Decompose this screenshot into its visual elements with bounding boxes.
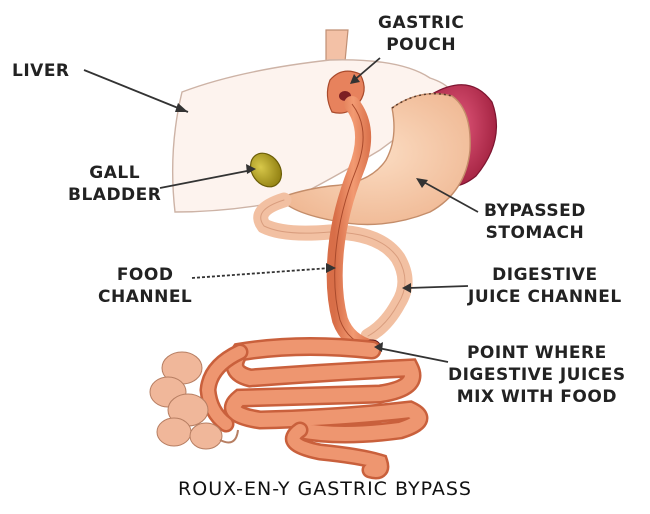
diagram-caption: ROUX-EN-Y GASTRIC BYPASS (0, 478, 650, 500)
mix-point-line-2: DIGESTIVE JUICES (448, 364, 626, 386)
digestive-juice-line-1: DIGESTIVE (468, 264, 622, 286)
liver-label: LIVER (12, 60, 70, 82)
digestive-juice-channel-label: DIGESTIVE JUICE CHANNEL (468, 264, 622, 308)
leader-food (192, 268, 330, 278)
digestive-juice-line-2: JUICE CHANNEL (468, 286, 622, 308)
mix-point-line-1: POINT WHERE (448, 342, 626, 364)
gastric-pouch-line-1: GASTRIC (378, 12, 464, 34)
leader-juice (408, 286, 468, 288)
liver-line-1: LIVER (12, 60, 70, 82)
gall-bladder-label: GALL BLADDER (68, 162, 161, 206)
food-channel-label: FOOD CHANNEL (98, 264, 192, 308)
bypassed-stomach-label: BYPASSED STOMACH (484, 200, 586, 244)
leader-liver (84, 70, 188, 112)
mix-point-line-3: MIX WITH FOOD (448, 386, 626, 408)
food-channel-line-2: CHANNEL (98, 286, 192, 308)
gastric-pouch-label: GASTRIC POUCH (378, 12, 464, 56)
mix-point-label: POINT WHERE DIGESTIVE JUICES MIX WITH FO… (448, 342, 626, 408)
gastric-pouch-line-2: POUCH (378, 34, 464, 56)
small-intestine (208, 346, 419, 471)
food-channel-line-1: FOOD (98, 264, 192, 286)
bypassed-stomach-line-1: BYPASSED (484, 200, 586, 222)
gall-bladder-line-2: BLADDER (68, 184, 161, 206)
bypassed-stomach-line-2: STOMACH (484, 222, 586, 244)
gall-bladder-line-1: GALL (68, 162, 161, 184)
